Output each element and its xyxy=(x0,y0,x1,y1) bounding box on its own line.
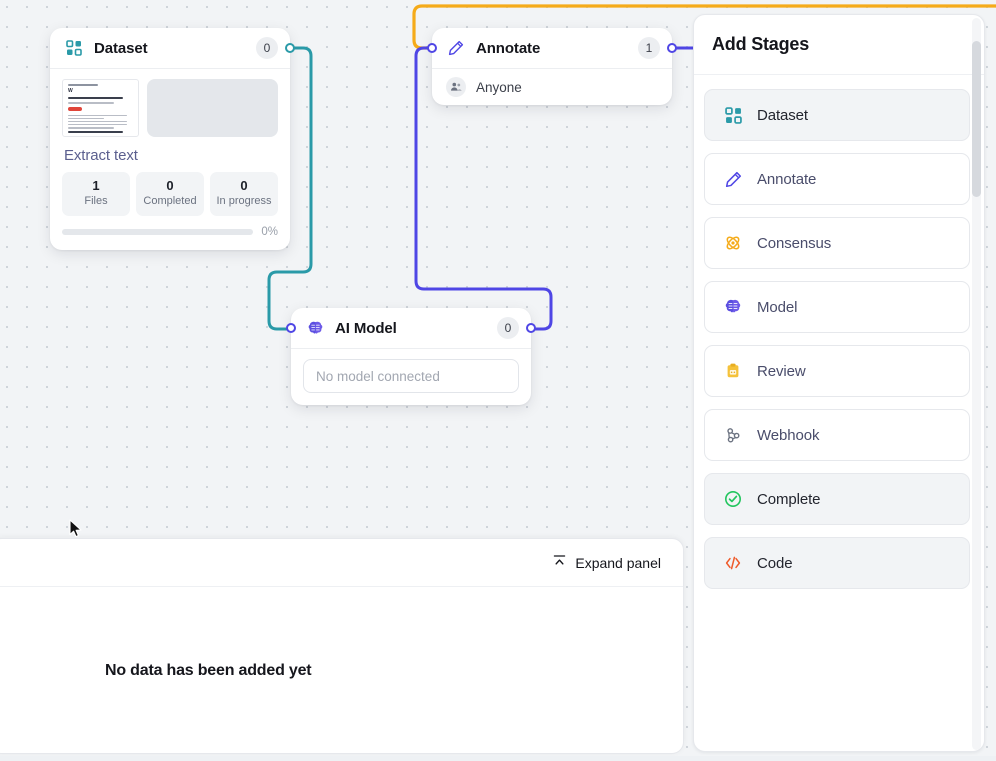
add-stages-header: Add Stages xyxy=(694,15,984,75)
dataset-stat-inprogress: 0 In progress xyxy=(210,172,278,216)
data-panel-header: Expand panel xyxy=(0,539,683,587)
stage-item-label: Complete xyxy=(757,490,821,508)
webhook-icon xyxy=(723,425,743,445)
stage-item-label: Dataset xyxy=(757,106,808,124)
dataset-thumbnails: W xyxy=(62,79,278,137)
node-dataset[interactable]: Dataset 0 W xyxy=(50,28,295,250)
clipboard-icon xyxy=(723,361,743,381)
annotate-assignee-row[interactable]: Anyone xyxy=(432,69,672,105)
stat-value: 0 xyxy=(166,178,174,193)
dataset-stat-files: 1 Files xyxy=(62,172,130,216)
stage-item-label: Webhook xyxy=(757,426,820,444)
brain-icon xyxy=(305,318,325,338)
progress-bar xyxy=(62,229,254,235)
data-panel: Expand panel No data has been added yet xyxy=(0,538,684,754)
node-ai-model-count: 0 xyxy=(497,317,519,339)
pencil-icon xyxy=(723,169,743,189)
node-annotate[interactable]: Annotate 1 Anyone xyxy=(427,28,677,105)
stage-item-label: Consensus xyxy=(757,234,832,252)
stage-item-model[interactable]: Model xyxy=(704,281,970,333)
divider xyxy=(50,68,290,69)
stat-label: In progress xyxy=(216,195,272,207)
document-thumbnail: W xyxy=(62,79,139,137)
model-connection-input[interactable]: No model connected xyxy=(303,359,519,393)
stage-item-code[interactable]: Code xyxy=(704,537,970,589)
node-dataset-count: 0 xyxy=(256,37,278,59)
add-stages-scrollbar-track[interactable] xyxy=(972,18,981,750)
dataset-grid-icon xyxy=(723,105,743,125)
stat-value: 0 xyxy=(240,178,248,193)
divider xyxy=(291,348,531,349)
stage-item-label: Review xyxy=(757,362,806,380)
expand-panel-label: Expand panel xyxy=(575,554,661,571)
node-ai-model[interactable]: AI Model 0 No model connected xyxy=(286,308,536,405)
node-dataset-body: W Extract text 1 Files xyxy=(50,69,290,250)
dataset-thumbnail-placeholder xyxy=(147,79,278,137)
node-ai-model-body: No model connected xyxy=(291,349,531,405)
divider xyxy=(432,68,672,69)
node-dataset-title: Dataset xyxy=(94,39,148,57)
annotate-output-port[interactable] xyxy=(667,43,677,53)
collapse-chevron-icon xyxy=(552,553,567,573)
add-stages-list: Dataset Annotate xyxy=(694,75,984,603)
stage-item-label: Annotate xyxy=(757,170,817,188)
dataset-stats: 1 Files 0 Completed 0 In progress xyxy=(62,172,278,216)
mouse-cursor xyxy=(69,519,82,538)
stage-item-annotate[interactable]: Annotate xyxy=(704,153,970,205)
dataset-output-port[interactable] xyxy=(285,43,295,53)
stage-item-complete[interactable]: Complete xyxy=(704,473,970,525)
add-stages-scrollbar-thumb[interactable] xyxy=(972,41,981,197)
dataset-name: Extract text xyxy=(64,147,138,164)
code-brackets-icon xyxy=(723,553,743,573)
add-stages-panel: Add Stages Dataset xyxy=(693,14,985,752)
check-circle-icon xyxy=(723,489,743,509)
brain-icon xyxy=(723,297,743,317)
annotate-assignee-label: Anyone xyxy=(476,79,522,95)
stat-value: 1 xyxy=(92,178,100,193)
ai-model-input-port[interactable] xyxy=(286,323,296,333)
people-icon xyxy=(446,77,466,97)
window-bottom-strip xyxy=(0,756,996,761)
consensus-atom-icon xyxy=(723,233,743,253)
node-ai-model-header[interactable]: AI Model 0 xyxy=(291,308,531,348)
ai-model-output-port[interactable] xyxy=(526,323,536,333)
stage-item-webhook[interactable]: Webhook xyxy=(704,409,970,461)
stage-item-label: Model xyxy=(757,298,798,316)
pencil-icon xyxy=(446,38,466,58)
stat-label: Files xyxy=(84,195,108,207)
annotate-input-port[interactable] xyxy=(427,43,437,53)
dataset-grid-icon xyxy=(64,38,84,58)
data-panel-body: No data has been added yet xyxy=(0,587,683,753)
stage-item-dataset[interactable]: Dataset xyxy=(704,89,970,141)
dataset-progress: 0% xyxy=(62,226,278,238)
empty-state-message: No data has been added yet xyxy=(105,661,312,679)
node-annotate-title: Annotate xyxy=(476,39,541,57)
node-annotate-count: 1 xyxy=(638,37,660,59)
progress-percent: 0% xyxy=(261,226,278,238)
dataset-stat-completed: 0 Completed xyxy=(136,172,204,216)
stage-item-consensus[interactable]: Consensus xyxy=(704,217,970,269)
node-ai-model-title: AI Model xyxy=(335,319,397,337)
expand-panel-button[interactable]: Expand panel xyxy=(552,553,661,573)
stage-item-label: Code xyxy=(757,554,793,572)
stat-label: Completed xyxy=(143,195,197,207)
add-stages-title: Add Stages xyxy=(712,34,810,54)
node-annotate-header[interactable]: Annotate 1 xyxy=(432,28,672,68)
stage-item-review[interactable]: Review xyxy=(704,345,970,397)
node-dataset-header[interactable]: Dataset 0 xyxy=(50,28,290,68)
